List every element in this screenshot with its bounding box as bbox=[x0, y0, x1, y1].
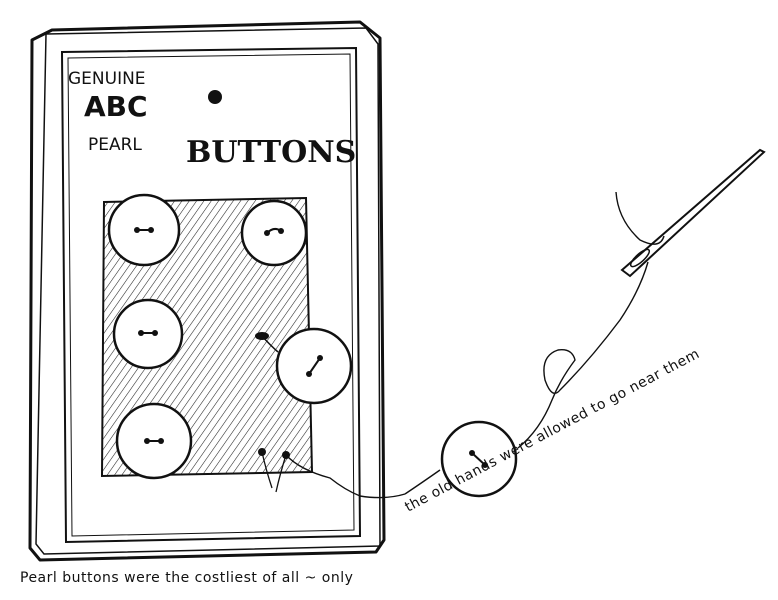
needle-icon bbox=[615, 148, 766, 278]
pearl-label: PEARL bbox=[88, 135, 142, 155]
loose-button bbox=[440, 420, 518, 498]
brand-label: ABC bbox=[84, 90, 148, 123]
buttons-label: BUTTONS bbox=[186, 135, 356, 170]
hole-dot bbox=[208, 90, 222, 104]
caption-line-1: Pearl buttons were the costliest of all … bbox=[20, 570, 353, 586]
button-top-right bbox=[240, 199, 308, 267]
button-bottom-left bbox=[115, 402, 193, 480]
thread bbox=[285, 261, 649, 499]
button-loose-right bbox=[255, 327, 353, 405]
genuine-label: GENUINE bbox=[68, 69, 146, 89]
button-top-left bbox=[107, 193, 181, 267]
button-middle-left bbox=[112, 298, 184, 370]
caption-line-2: the old hands were allowed to go near th… bbox=[402, 346, 702, 516]
